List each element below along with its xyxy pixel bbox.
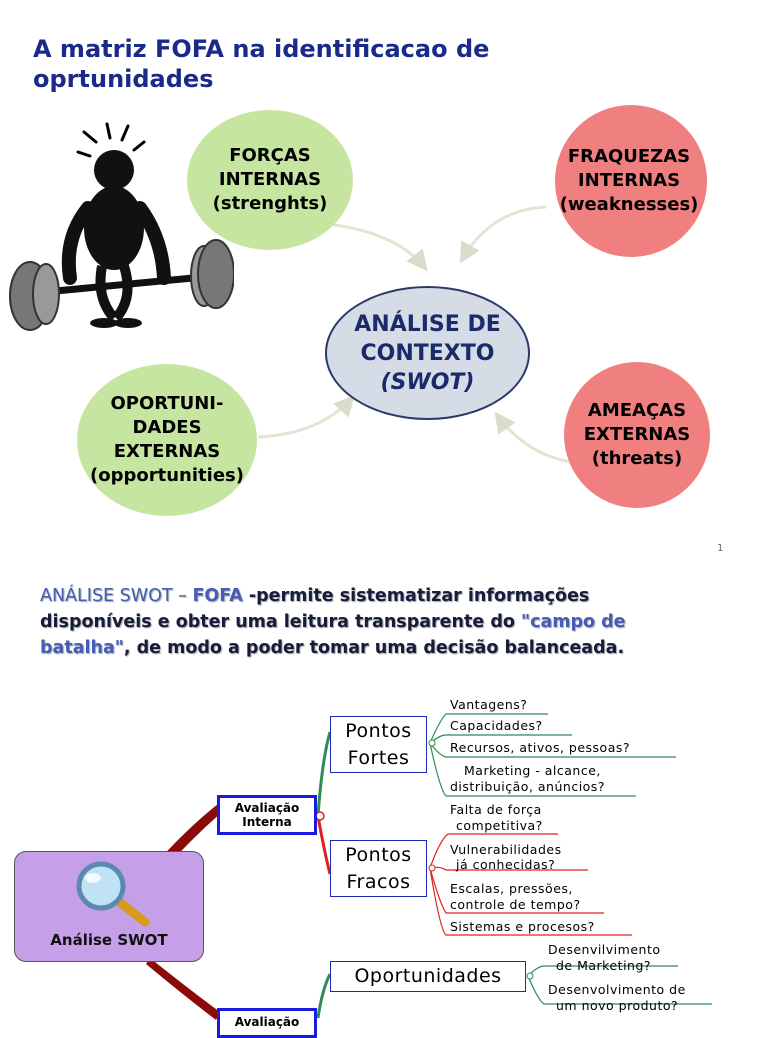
leaf-desenv-marketing-1: Desenvilvimento: [548, 942, 661, 957]
aval-externa-label: Avaliação: [234, 1015, 300, 1029]
aval-interna-line-1: Avaliação: [234, 801, 300, 815]
slide-title: A matriz FOFA na identificacao de oprtun…: [33, 35, 490, 93]
leaf-sistemas: Sistemas e procesos?: [450, 919, 595, 934]
analise-swot-label: Análise SWOT: [50, 931, 168, 949]
weightlifter-illustration: [9, 122, 234, 331]
subtitle-part-g: , de modo a poder tomar uma decisão bala…: [123, 638, 625, 658]
leaf-recursos: Recursos, ativos, pessoas?: [450, 740, 631, 755]
fraquezas-line-1: FRAQUEZAS: [567, 146, 691, 167]
oportunidades-box: Oportunidades: [330, 961, 526, 992]
leaf-marketing-1: Marketing - alcance,: [464, 763, 601, 778]
leaf-vulnerabilidades-2: já conhecidas?: [456, 857, 556, 872]
oport-line-2: DADES: [132, 417, 202, 438]
fraquezas-line-3: (weaknesses): [559, 194, 699, 215]
subtitle-part-f: batalha": [40, 638, 124, 658]
leaf-desenv-produto-2: um novo produto?: [556, 998, 679, 1013]
leaf-escalas-2: controle de tempo?: [450, 897, 581, 912]
fracos-line-1: Pontos: [345, 843, 412, 866]
aval-interna-line-2: Interna: [242, 815, 292, 829]
forcas-line-3: (strenghts): [212, 193, 328, 214]
pontos-fortes-box: Pontos Fortes: [330, 716, 427, 773]
page-number: 1: [717, 543, 724, 554]
fortes-line-2: Fortes: [347, 746, 410, 769]
leaf-capacidades: Capacidades?: [450, 718, 543, 733]
subtitle-part-b: FOFA: [192, 586, 243, 606]
subtitle-part-e: "campo de: [520, 612, 626, 632]
center-line-3: (SWOT): [380, 369, 475, 395]
swot-description: ANÁLISE SWOT – FOFA -permite sistematiza…: [40, 583, 700, 661]
oport-line-4: (opportunities): [90, 465, 244, 486]
avaliacao-interna-box: Avaliação Interna: [217, 795, 317, 835]
leaf-escalas-1: Escalas, pressões,: [450, 881, 573, 896]
center-line-2: CONTEXTO: [360, 340, 495, 366]
center-line-1: ANÁLISE DE: [354, 311, 501, 337]
fraquezas-internas-bubble: FRAQUEZAS INTERNAS (weaknesses): [555, 105, 707, 257]
avaliacao-externa-box: Avaliação: [217, 1008, 317, 1038]
forcas-line-2: INTERNAS: [218, 169, 322, 190]
oport-line-3: EXTERNAS: [113, 441, 221, 462]
leaf-marketing-2: distribuição, anúncios?: [450, 779, 605, 794]
fraquezas-line-2: INTERNAS: [577, 170, 681, 191]
analise-swot-root: Análise SWOT: [14, 851, 204, 962]
subtitle-part-a: ANÁLISE SWOT –: [40, 586, 193, 606]
fortes-line-1: Pontos: [345, 719, 412, 742]
oport-line-1: OPORTUNI-: [110, 393, 224, 414]
forcas-internas-bubble: FORÇAS INTERNAS (strenghts): [187, 110, 353, 250]
leaf-desenv-produto-1: Desenvolvimento de: [548, 982, 686, 997]
ameacas-line-3: (threats): [591, 448, 683, 469]
leaf-desenv-marketing-2: de Marketing?: [556, 958, 652, 973]
magnifier-icon: [76, 861, 150, 927]
forcas-line-1: FORÇAS: [229, 145, 311, 166]
fracos-line-2: Fracos: [346, 870, 411, 893]
leaf-vantagens: Vantagens?: [450, 697, 528, 712]
pontos-fracos-box: Pontos Fracos: [330, 840, 427, 897]
leaf-falta-forca-2: competitiva?: [456, 818, 543, 833]
ameacas-line-2: EXTERNAS: [583, 424, 691, 445]
ameacas-externas-bubble: AMEAÇAS EXTERNAS (threats): [564, 362, 710, 508]
analise-contexto-ellipse: ANÁLISE DE CONTEXTO (SWOT): [325, 286, 530, 420]
subtitle-part-c: -permite sistematizar informações: [242, 586, 590, 606]
oportunidades-externas-bubble: OPORTUNI- DADES EXTERNAS (opportunities): [77, 364, 257, 516]
subtitle-part-d: disponíveis e obter uma leitura transpar…: [40, 612, 521, 632]
leaf-vulnerabilidades-1: Vulnerabilidades: [450, 842, 562, 857]
leaf-falta-forca-1: Falta de força: [450, 802, 542, 817]
oportunidades-label: Oportunidades: [354, 965, 502, 987]
ameacas-line-1: AMEAÇAS: [587, 400, 687, 421]
